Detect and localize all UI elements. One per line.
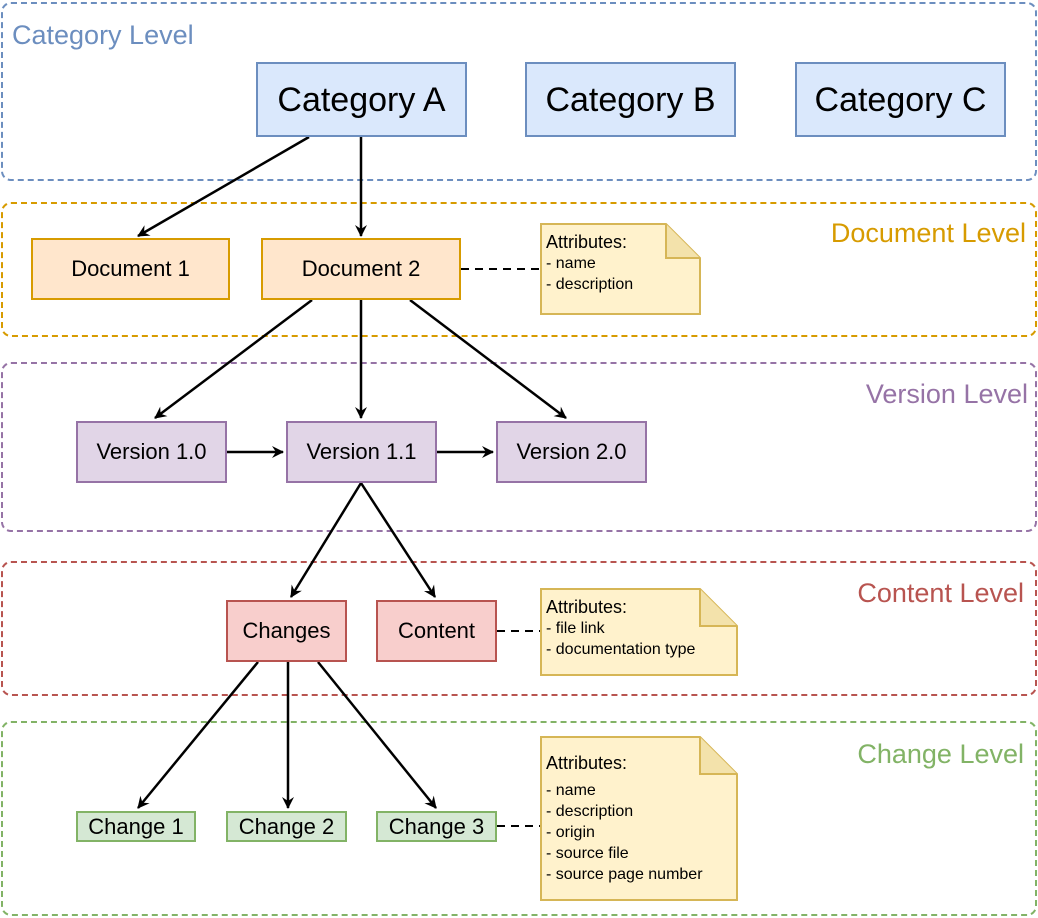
document-level-label: Document Level — [830, 218, 1026, 248]
changes-label: Changes — [242, 618, 331, 643]
edge-version-1-1-changes — [289, 482, 363, 598]
category-b-label: Category B — [545, 80, 716, 119]
content-node: Content — [376, 600, 497, 662]
document-2-node: Document 2 — [261, 238, 461, 300]
version-1-0-node: Version 1.0 — [76, 421, 227, 483]
note-text: Attributes: - file link - documentation … — [546, 596, 695, 660]
note-attribute: - name — [546, 255, 596, 272]
note-text: Attributes: - name - description - origi… — [546, 752, 703, 885]
note-attribute: - description — [546, 803, 634, 820]
content-level-label: Content Level — [857, 578, 1024, 608]
document-2-label: Document 2 — [301, 256, 421, 281]
note-attribute: - source page number — [546, 866, 703, 883]
version-1-1-node: Version 1.1 — [286, 421, 437, 483]
version-1-0-label: Version 1.0 — [96, 439, 207, 464]
edge-document-2-version-1-0 — [154, 299, 313, 419]
change-3-node: Change 3 — [376, 811, 497, 842]
content-label: Content — [397, 618, 476, 643]
note-attribute: - file link — [546, 620, 605, 637]
note-shape — [540, 223, 701, 315]
note-attribute: - name — [546, 782, 596, 799]
note-title: Attributes: — [546, 232, 628, 252]
change-level-lane — [1, 721, 1037, 916]
change-1-node: Change 1 — [76, 811, 196, 842]
edge-changes-change-3 — [317, 661, 437, 809]
content-attributes-note: Attributes: - file link - documentation … — [540, 588, 738, 676]
category-c-node: Category C — [795, 62, 1006, 137]
change-2-node: Change 2 — [226, 811, 347, 842]
category-a-node: Category A — [256, 62, 467, 137]
content-level-lane — [1, 561, 1037, 696]
version-level-label: Version Level — [865, 379, 1028, 409]
change-2-label: Change 2 — [238, 813, 335, 839]
note-attribute: - description — [546, 276, 634, 293]
note-attribute: - documentation type — [546, 641, 696, 658]
edge-version-1-1-content — [359, 482, 437, 598]
document-1-node: Document 1 — [31, 238, 230, 300]
version-2-0-node: Version 2.0 — [496, 421, 647, 483]
category-level-label: Category Level — [12, 20, 194, 50]
note-title: Attributes: — [546, 753, 628, 773]
document-level-lane — [1, 202, 1037, 337]
version-1-1-label: Version 1.1 — [306, 439, 417, 464]
changes-node: Changes — [226, 600, 347, 662]
category-a-label: Category A — [277, 80, 446, 119]
change-attributes-note: Attributes: - name - description - origi… — [540, 736, 738, 901]
note-shape — [540, 588, 738, 676]
category-level-lane — [1, 2, 1037, 181]
category-b-node: Category B — [525, 62, 736, 137]
note-title: Attributes: — [546, 597, 628, 617]
document-1-label: Document 1 — [71, 256, 190, 281]
change-1-label: Change 1 — [88, 813, 184, 839]
document-attributes-note: Attributes: - name - description — [540, 223, 701, 315]
edge-changes-change-1 — [137, 661, 259, 809]
note-attribute: - origin — [546, 824, 595, 841]
category-c-label: Category C — [814, 80, 987, 119]
edge-document-2-version-2-0 — [409, 299, 567, 419]
note-attribute: - source file — [546, 845, 629, 862]
edge-category-a-document-1 — [137, 135, 310, 238]
version-2-0-label: Version 2.0 — [516, 439, 627, 464]
note-text: Attributes: - name - description — [546, 231, 633, 295]
version-level-lane — [1, 362, 1037, 532]
change-level-label: Change Level — [857, 739, 1024, 769]
note-shape — [540, 736, 738, 901]
change-3-label: Change 3 — [388, 813, 485, 839]
